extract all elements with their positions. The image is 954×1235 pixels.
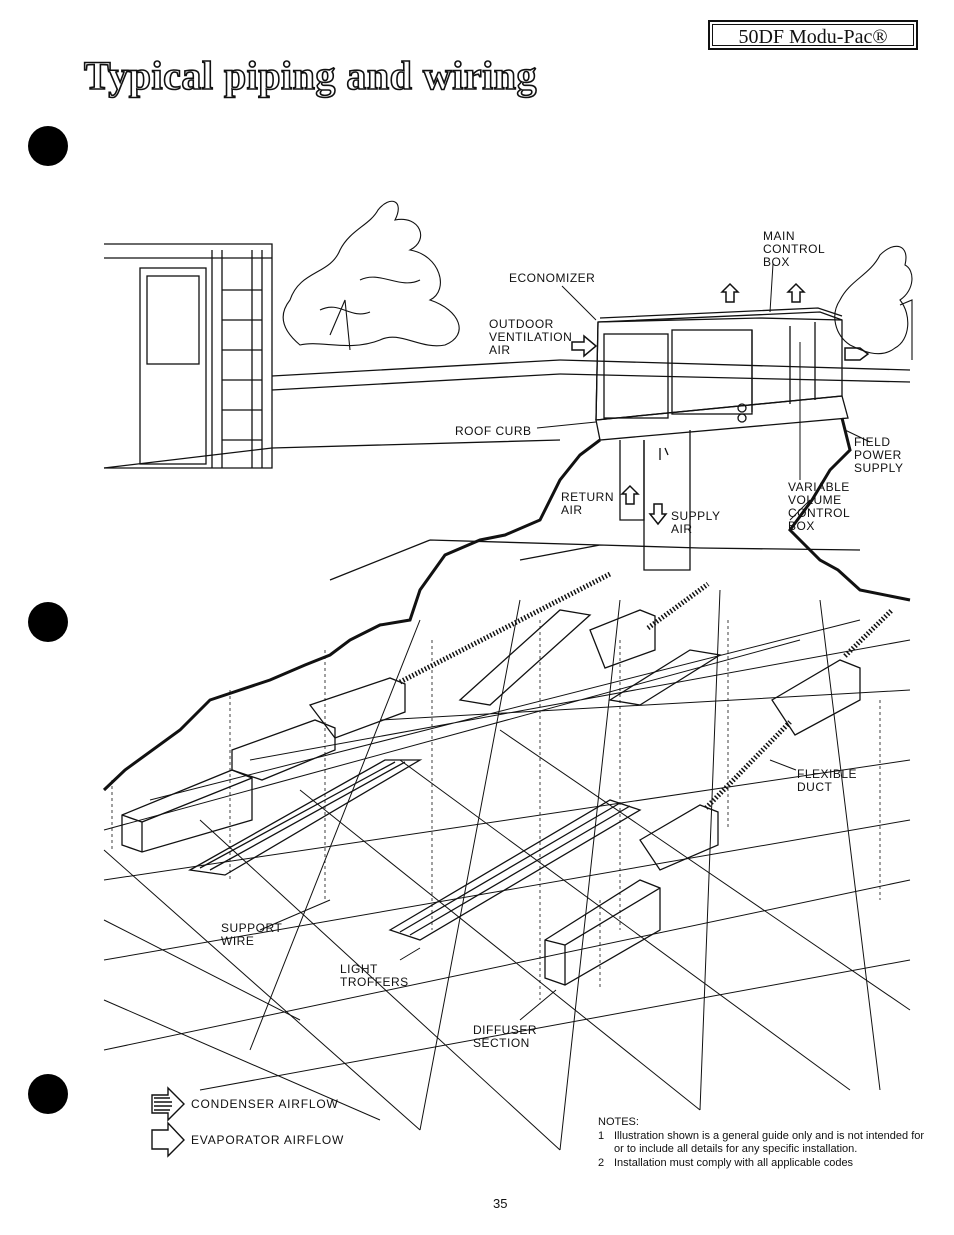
roof-cutaway-edge [102, 417, 911, 792]
trees-left [282, 200, 460, 351]
note-item: 2 Installation must comply with all appl… [598, 1157, 928, 1171]
page-title: Typical piping and wiring [83, 52, 538, 99]
roof-parapet [559, 359, 911, 383]
legend-evaporator-airflow: EVAPORATOR AIRFLOW [191, 1133, 345, 1147]
product-label: 50DF Modu-Pac® [708, 20, 918, 50]
roof-curb [595, 395, 849, 441]
note-item: 1 Illustration shown is a general guide … [598, 1130, 928, 1157]
legend-arrows [151, 1086, 185, 1158]
ceiling-grid [103, 589, 911, 1151]
vertical-duct [619, 430, 691, 571]
return-air-arrow [620, 484, 640, 505]
vav-boxes [121, 609, 861, 986]
legend-condenser-airflow: CONDENSER AIRFLOW [191, 1097, 339, 1111]
label-field-power-supply: FIELD POWER SUPPLY [854, 435, 904, 475]
label-light-troffers: LIGHT TROFFERS [340, 962, 409, 989]
page-number: 35 [493, 1196, 508, 1211]
label-diffuser-section: DIFFUSER SECTION [473, 1023, 537, 1050]
label-support-wire: SUPPORT WIRE [221, 921, 283, 948]
support-wires [111, 620, 881, 1000]
note-text: Installation must comply with all applic… [614, 1156, 854, 1169]
trees-right [834, 245, 913, 360]
notes-section: NOTES: 1 Illustration shown is a general… [598, 1116, 928, 1170]
label-variable-volume-control-box: VARIABLE VOLUME CONTROL BOX [788, 480, 851, 533]
label-roof-curb: ROOF CURB [455, 424, 532, 438]
label-outdoor-ventilation-air: OUTDOOR VENTILATION AIR [489, 317, 573, 357]
label-economizer: ECONOMIZER [509, 271, 596, 285]
punch-hole-bottom [28, 1074, 68, 1114]
flexible-ducts [398, 571, 894, 810]
label-flexible-duct: FLEXIBLE DUCT [797, 767, 858, 794]
label-supply-air: SUPPLY AIR [671, 509, 721, 536]
punch-hole-top [28, 126, 68, 166]
trunk-duct [329, 539, 861, 581]
supply-air-arrow [648, 503, 668, 526]
condenser-arrows-top [720, 282, 870, 361]
label-main-control-box: MAIN CONTROL BOX [763, 229, 826, 269]
leader-lines [259, 263, 871, 1021]
punch-hole-middle [28, 602, 68, 642]
note-text: Illustration shown is a general guide on… [614, 1129, 925, 1156]
label-return-air: RETURN AIR [561, 490, 614, 517]
rooftop-unit [595, 307, 843, 423]
notes-heading: NOTES: [598, 1116, 639, 1128]
rooftop-building [103, 243, 561, 469]
note-number: 2 [598, 1156, 605, 1169]
light-troffers [188, 609, 722, 941]
outdoor-air-arrow [571, 334, 598, 358]
note-number: 1 [598, 1129, 605, 1142]
